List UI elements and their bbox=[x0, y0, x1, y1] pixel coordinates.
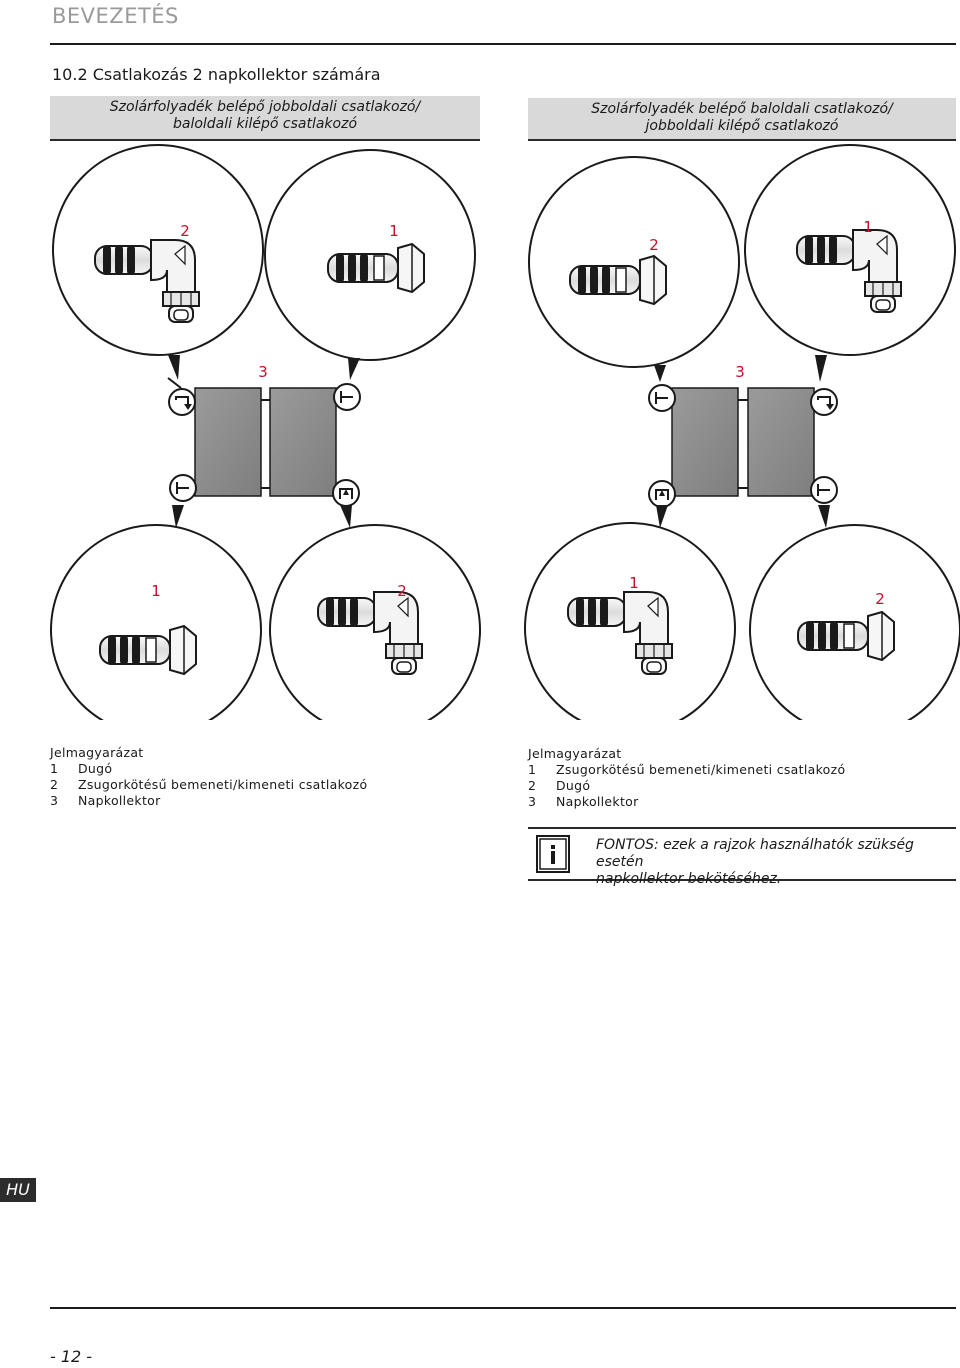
label-br1: 1 bbox=[629, 574, 639, 592]
label-c3b: 3 bbox=[735, 363, 745, 381]
legend-left-title: Jelmagyarázat bbox=[50, 745, 144, 760]
footer-rule bbox=[50, 1307, 956, 1309]
label-c3a: 3 bbox=[258, 363, 268, 381]
bottom-right-pair: 1 2 bbox=[524, 505, 960, 720]
collectors-right: 3 bbox=[648, 363, 838, 508]
caption-left-line2: baloldali kilépő csatlakozó bbox=[172, 116, 358, 132]
top-right-pair: 2 1 bbox=[528, 144, 956, 382]
label-bl2: 2 bbox=[397, 582, 407, 600]
bottom-left-pair: 1 2 bbox=[50, 505, 481, 720]
caption-right: Szolárfolyadék belépő baloldali csatlako… bbox=[528, 98, 956, 141]
caption-left-line1: Szolárfolyadék belépő jobboldali csatlak… bbox=[109, 99, 421, 115]
collector-panel bbox=[194, 387, 262, 497]
caption-right-line1: Szolárfolyadék belépő baloldali csatlako… bbox=[591, 101, 893, 117]
info-icon bbox=[536, 835, 570, 873]
label-bl1: 1 bbox=[151, 582, 161, 600]
connection-diagram: 2 1 2 1 3 3 bbox=[50, 144, 960, 720]
collector-panel bbox=[747, 387, 815, 497]
info-note: FONTOS: ezek a rajzok használhatók szüks… bbox=[528, 827, 956, 887]
top-left-pair: 2 1 bbox=[52, 144, 476, 380]
caption-right-line2: jobboldali kilépő csatlakozó bbox=[645, 118, 839, 134]
header-rule bbox=[50, 43, 956, 45]
label-tl1: 2 bbox=[180, 222, 190, 240]
collector-panel bbox=[269, 387, 337, 497]
page-number: - 12 - bbox=[50, 1347, 93, 1366]
header-title: BEVEZETÉS bbox=[52, 4, 179, 28]
info-line1: FONTOS: ezek a rajzok használhatók szüks… bbox=[596, 837, 914, 870]
collectors-left: 3 bbox=[167, 363, 361, 507]
label-tr2: 1 bbox=[863, 218, 873, 236]
collector-panel bbox=[671, 387, 739, 497]
caption-left: Szolárfolyadék belépő jobboldali csatlak… bbox=[50, 96, 480, 141]
legend-right-title: Jelmagyarázat bbox=[528, 746, 622, 761]
section-title: 10.2 Csatlakozás 2 napkollektor számára bbox=[52, 65, 381, 84]
label-tr1: 2 bbox=[649, 236, 659, 254]
label-br2: 2 bbox=[875, 590, 885, 608]
language-tab: HU bbox=[0, 1178, 36, 1202]
info-line2: napkollektor bekötéséhez. bbox=[596, 871, 782, 887]
info-text: FONTOS: ezek a rajzok használhatók szüks… bbox=[596, 837, 951, 888]
label-tl2: 1 bbox=[389, 222, 399, 240]
